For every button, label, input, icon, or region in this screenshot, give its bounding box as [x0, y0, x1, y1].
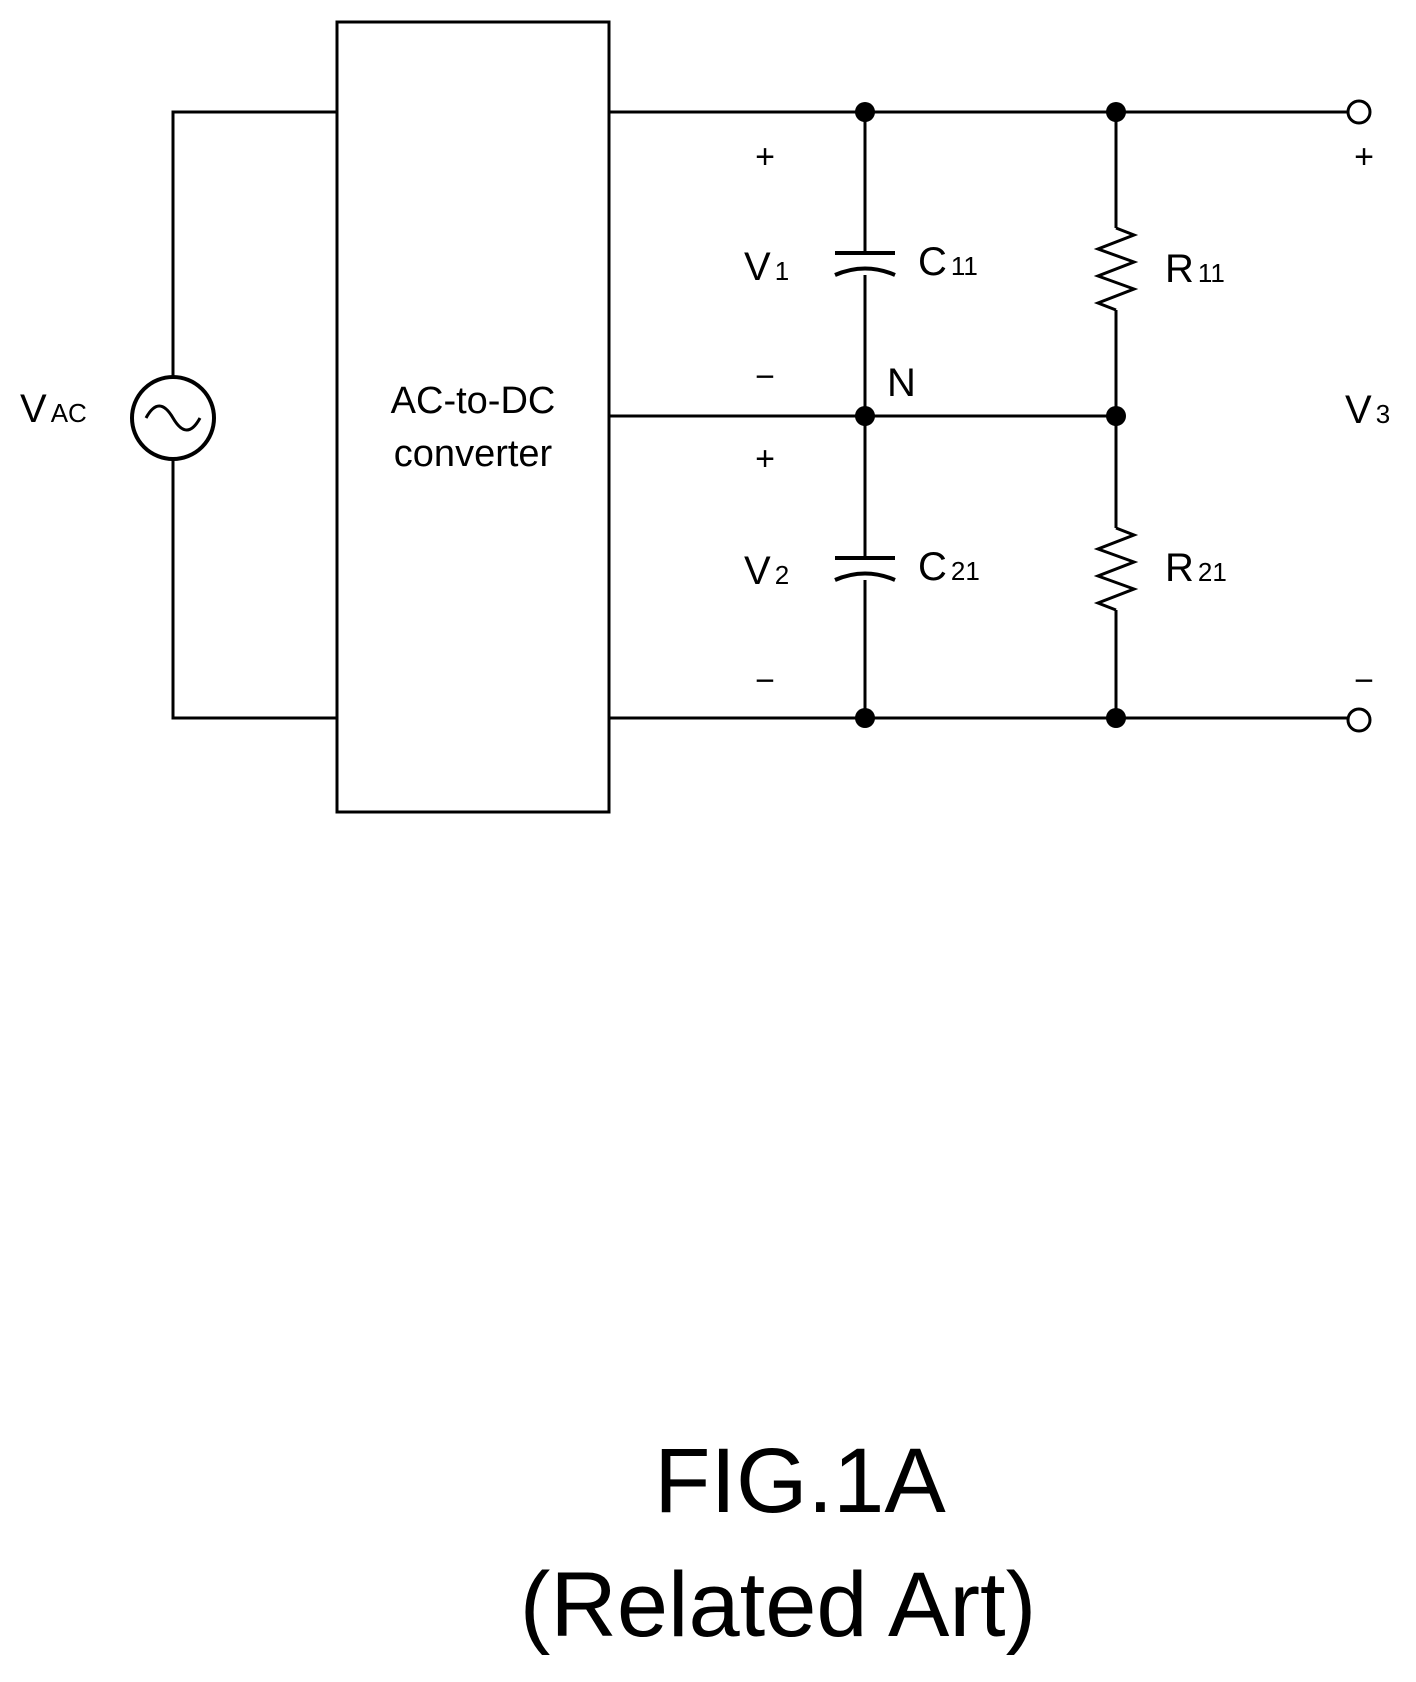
capacitor-c21-symbol: [835, 558, 895, 580]
capacitor-c11-symbol: [835, 253, 895, 275]
c21-label: C21: [918, 545, 980, 589]
source-label: VAC: [20, 387, 87, 431]
output-terminal-negative: [1348, 709, 1370, 731]
v1-label: V1: [744, 245, 789, 289]
v2-minus-sign: −: [755, 662, 775, 700]
output-terminal-positive: [1348, 101, 1370, 123]
resistor-r21-symbol: [1098, 528, 1134, 610]
converter-label-line2: converter: [394, 433, 553, 475]
ac-source-symbol: [132, 377, 214, 459]
v1-plus-sign: +: [755, 138, 775, 176]
resistor-r11-symbol: [1098, 228, 1134, 310]
v3-label: V3: [1345, 388, 1390, 432]
converter-label-line1: AC-to-DC: [391, 380, 556, 422]
dc-rails: [609, 112, 1347, 718]
v3-minus-sign: −: [1354, 662, 1374, 700]
figure-caption-title: FIG.1A: [654, 1430, 946, 1532]
v2-plus-sign: +: [755, 440, 775, 478]
v1-minus-sign: −: [755, 358, 775, 396]
figure-caption-subtitle: (Related Art): [520, 1554, 1036, 1656]
v2-label: V2: [744, 549, 789, 593]
v3-plus-sign: +: [1354, 138, 1374, 176]
node-n-label: N: [887, 361, 916, 405]
r21-label: R21: [1165, 546, 1227, 590]
c11-label: C11: [918, 240, 978, 284]
r11-label: R11: [1165, 247, 1225, 291]
